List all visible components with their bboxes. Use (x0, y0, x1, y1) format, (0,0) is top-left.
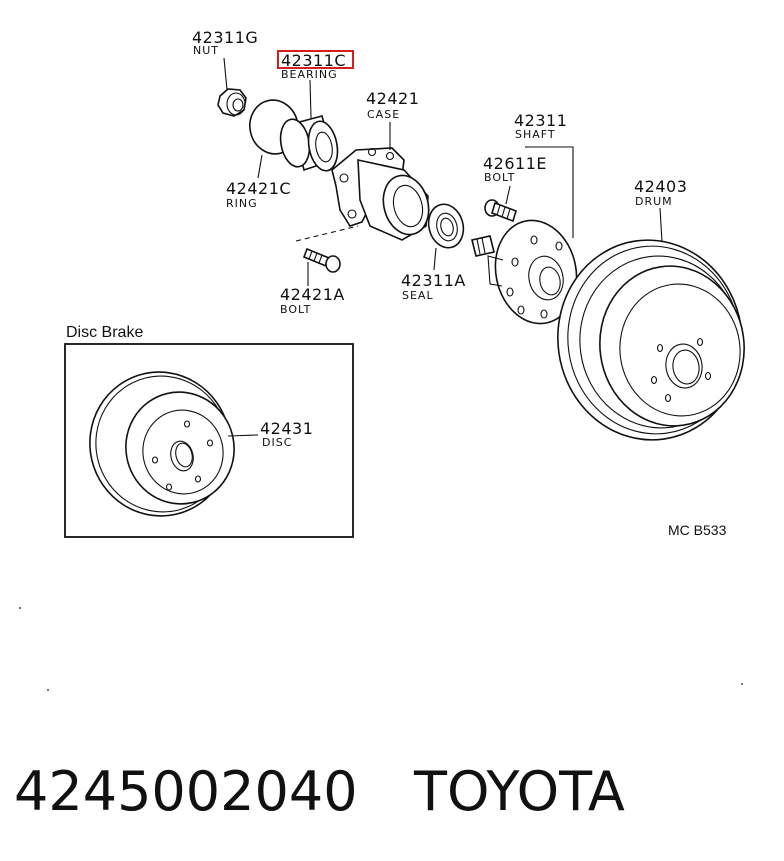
seal-leader (433, 247, 437, 271)
hub-bolt-part-number: 42611E (483, 154, 547, 173)
bearing-drawing (279, 115, 339, 172)
nut-drawing (217, 88, 247, 117)
nut-part-name: NUT (193, 44, 219, 57)
case-bolt-drawing (302, 247, 341, 273)
ring-part-number: 42421C (226, 179, 291, 198)
drum-drawing (557, 239, 745, 441)
shaft-part-number: 42311 (514, 111, 567, 130)
caption-brand: TOYOTA (413, 760, 625, 823)
bearing-leader (309, 79, 312, 119)
hub-bolt-part-name: BOLT (484, 171, 515, 184)
nut-leader (223, 57, 228, 91)
speck (47, 689, 49, 691)
case-bolt-part-number: 42421A (280, 285, 345, 304)
disc-part-number: 42431 (260, 419, 313, 438)
bearing-part-number: 42311C (281, 51, 346, 70)
shaft-drawing (471, 219, 578, 325)
case-drawing (331, 147, 430, 241)
caption-part-number: 4245002040 (14, 760, 358, 823)
disc-part-name: DISC (262, 436, 292, 449)
shaft-part-name: SHAFT (515, 128, 556, 141)
seal-part-number: 42311A (401, 271, 466, 290)
hub-bolt-drawing (484, 199, 517, 223)
speck (741, 683, 743, 685)
drum-part-number: 42403 (634, 177, 687, 196)
ring-part-name: RING (226, 197, 258, 210)
bearing-part-name: BEARING (281, 68, 338, 81)
inset-title: Disc Brake (66, 324, 143, 341)
nut-part-number: 42311G (192, 28, 258, 47)
disc-drawing (89, 371, 235, 517)
drum-part-name: DRUM (635, 195, 673, 208)
figure-code: MC B533 (668, 522, 727, 538)
drum-leader (659, 207, 663, 243)
hub-bolt-leader (505, 185, 511, 205)
disc-leader (227, 434, 259, 437)
case-bolt-part-name: BOLT (280, 303, 311, 316)
alignment-line (295, 225, 359, 242)
case-part-name: CASE (367, 108, 400, 121)
bearing-highlight-box (277, 50, 354, 69)
case-part-number: 42421 (366, 89, 419, 108)
shaft-leader (529, 146, 574, 238)
ring-leader (257, 154, 263, 179)
speck (19, 607, 21, 609)
disc-brake-inset-frame (64, 343, 354, 538)
seal-part-name: SEAL (402, 289, 434, 302)
seal-drawing (427, 203, 465, 249)
